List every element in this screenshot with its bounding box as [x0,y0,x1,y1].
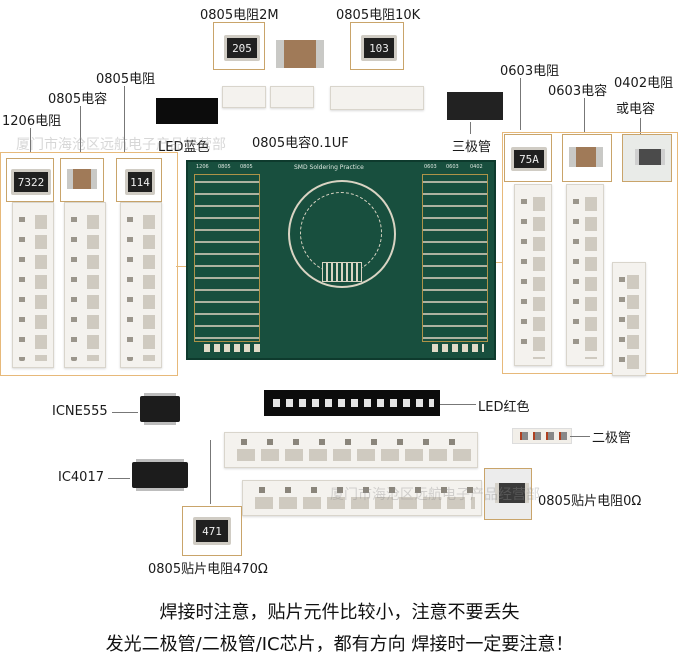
label-0603-capacitor: 0603电容 [548,84,608,99]
resistor-114-closeup: 114 [116,158,162,202]
pcb-col-0603b: 0603 [446,164,459,170]
pcb-col-1206: 1206 [196,164,209,170]
tape-0805-cap [64,202,106,368]
label-0805-resistor: 0805电阻 [96,72,156,87]
ic-4017 [132,459,188,491]
tape-2m [222,86,266,108]
tape-0603-res [514,184,552,366]
footer-line-2: 发光二极管/二极管/IC芯片，都有方向 焊接时一定要注意！ [105,634,574,655]
label-0805-capacitor: 0805电容 [48,92,108,107]
resistor-205-chip: 205 [224,35,260,61]
watermark-bottom: 厦门市海沧区远航电子产品经营部 [330,487,540,503]
capacitor-0805-left-closeup [60,158,104,202]
transistor-strip [447,92,503,120]
capacitor-0805-closeup [276,40,324,68]
tape-0-long [242,480,482,516]
left-frame [0,152,178,376]
pcb-col-0603a: 0603 [424,164,437,170]
soldering-practice-pcb: SMD Soldering Practice 1206 0805 0805 06… [186,160,496,360]
resistor-75a-chip: 75A [511,147,547,171]
label-icne555: ICNE555 [52,404,108,419]
tape-01uf [270,86,314,108]
tape-0805-res [120,202,162,368]
tape-10k [330,86,424,110]
label-led-blue: LED蓝色 [158,140,210,155]
label-led-red: LED红色 [478,400,530,415]
label-diode: 二极管 [592,431,632,446]
tape-1206 [12,202,54,368]
tape-470-long [224,432,478,468]
label-0603-resistor: 0603电阻 [500,64,560,79]
label-0805-resistor-0: 0805贴片电阻0Ω [538,494,642,509]
capacitor-0603-closeup [562,134,612,182]
resistor-7322-closeup: 7322 [6,158,54,202]
label-0805-resistor-470: 0805贴片电阻470Ω [148,562,268,577]
right-frame [502,132,678,374]
tape-0402 [612,262,646,376]
pcb-col-0805b: 0805 [240,164,253,170]
pcb-col-0805a: 0805 [218,164,231,170]
tape-0603-cap [566,184,604,366]
pcb-col-0402: 0402 [470,164,483,170]
pcb-title: SMD Soldering Practice [294,164,364,171]
resistor-7322-chip: 7322 [11,169,51,195]
label-1206-resistor: 1206电阻 [2,114,62,129]
resistor-0-closeup [484,468,532,520]
led-circle [288,180,396,288]
resistor-103-chip: 103 [361,35,397,61]
led-red-strip [264,390,440,416]
pcb-ic-footprint [322,262,362,282]
ic-ne555 [140,393,180,425]
label-0402-line1: 0402电阻 [614,76,674,91]
component-0402-closeup [622,134,672,182]
resistor-75a-closeup: 75A [504,134,552,182]
resistor-103-closeup: 103 [350,22,404,70]
label-transistor: 三极管 [452,140,492,155]
resistor-471-chip: 471 [193,517,231,545]
resistor-471-closeup: 471 [182,506,242,556]
resistor-205-closeup: 205 [213,22,265,70]
watermark-top: 厦门市海沧区远航电子产品经营部 [16,137,226,153]
diode-strip [512,428,572,444]
led-blue-strip [156,98,218,124]
label-ic4017: IC4017 [58,470,104,485]
label-0805-cap-01uf: 0805电容0.1UF [252,136,349,151]
label-0805-10k: 0805电阻10K [336,8,421,23]
resistor-114-chip: 114 [125,169,155,195]
label-0402-line2: 或电容 [616,102,656,117]
label-0805-2m: 0805电阻2M [200,8,279,23]
footer-line-1: 焊接时注意，贴片元件比较小，注意不要丢失 [159,602,520,623]
